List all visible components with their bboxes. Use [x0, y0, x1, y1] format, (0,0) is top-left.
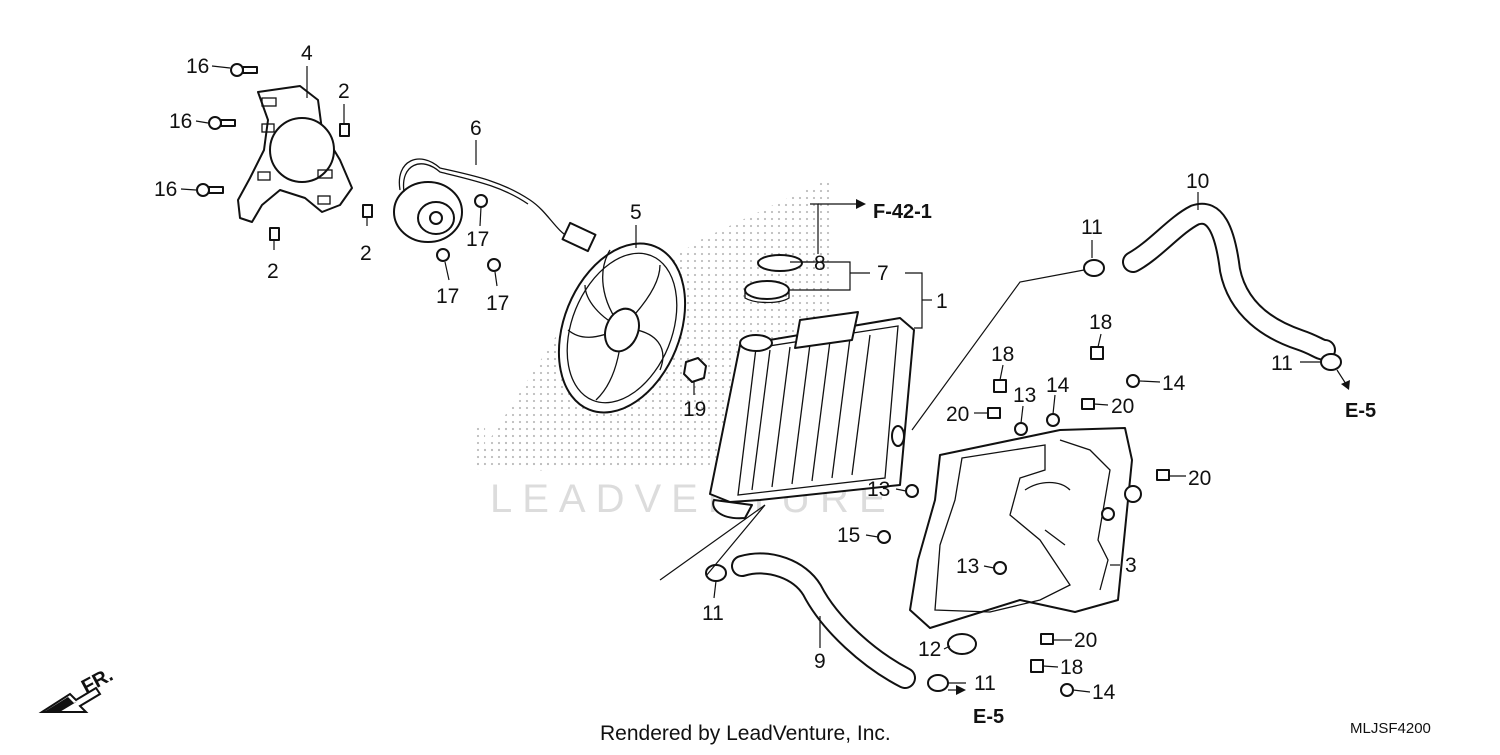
rendered-by-credit: Rendered by LeadVenture, Inc.: [600, 722, 891, 745]
hose-clamps: [705, 259, 1342, 692]
callout-11: 11: [1081, 216, 1103, 239]
lower-hose: [731, 552, 916, 689]
ref-e-5-bottom: E-5: [973, 706, 1004, 728]
callout-18: 18: [1089, 311, 1112, 334]
reference-arrows: [38, 199, 1350, 713]
callout-15: 15: [837, 524, 860, 547]
callout-13: 13: [867, 478, 890, 501]
rubber-cap: [947, 633, 977, 655]
callout-17: 17: [486, 292, 509, 315]
callout-8: 8: [814, 252, 826, 275]
callout-2: 2: [338, 80, 350, 103]
callout-6: 6: [470, 117, 482, 140]
radiator-shroud: [909, 427, 1142, 629]
watermark-brand: HONDA: [472, 415, 699, 484]
callout-3: 3: [1125, 554, 1137, 577]
callout-2: 2: [360, 242, 372, 265]
fan-motor: [393, 158, 597, 253]
radiator: [709, 311, 915, 520]
callout-20: 20: [1074, 629, 1097, 652]
fan-nut: [683, 357, 707, 383]
ref-e-5-right: E-5: [1345, 400, 1376, 422]
callout-9: 9: [814, 650, 826, 673]
arrow-head-icon: [1341, 380, 1350, 390]
callout-20: 20: [946, 403, 969, 426]
callout-19: 19: [683, 398, 706, 421]
arrow-head-icon: [856, 199, 866, 209]
callout-16: 16: [186, 55, 209, 78]
callout-16: 16: [154, 178, 177, 201]
callout-14: 14: [1162, 372, 1186, 395]
callout-17: 17: [466, 228, 489, 251]
fan-blades: [557, 242, 687, 414]
callout-20: 20: [1111, 395, 1134, 418]
ref-f-42-1: F-42-1: [873, 201, 932, 223]
callout-14: 14: [1092, 681, 1116, 704]
callout-11: 11: [1271, 352, 1293, 375]
callout-11: 11: [702, 602, 724, 625]
fan-bracket: [237, 85, 353, 223]
callout-12: 12: [918, 638, 941, 661]
callout-16: 16: [169, 110, 192, 133]
callout-4: 4: [301, 42, 313, 65]
callout-2: 2: [267, 260, 279, 283]
callout-18: 18: [991, 343, 1014, 366]
radiator-cap-assembly: [744, 254, 803, 304]
callout-labels: 16 16 16 4 2 2 2 6 17 17 17 5 19 F-42-1 …: [78, 42, 1376, 728]
callout-10: 10: [1186, 170, 1209, 193]
callout-1: 1: [936, 290, 948, 313]
callout-18: 18: [1060, 656, 1083, 679]
callout-13: 13: [1013, 384, 1036, 407]
callout-7: 7: [877, 262, 889, 285]
leader-lines: [180, 65, 1320, 693]
diagram-code: MLJSF4200: [1350, 720, 1431, 737]
callout-13: 13: [956, 555, 979, 578]
upper-hose: [1122, 202, 1336, 361]
callout-17: 17: [436, 285, 459, 308]
front-arrow-icon: [38, 686, 102, 713]
front-label: FR.: [78, 664, 117, 699]
callout-20: 20: [1188, 467, 1211, 490]
arrow-head-icon: [956, 685, 966, 695]
callout-14: 14: [1046, 374, 1070, 397]
callout-5: 5: [630, 201, 642, 224]
callout-11: 11: [974, 672, 996, 695]
